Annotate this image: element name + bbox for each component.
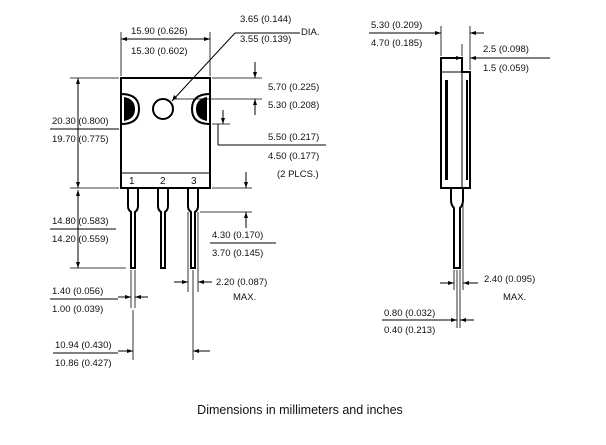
- drawing-caption: Dimensions in millimeters and inches: [197, 403, 403, 417]
- wide-lead-arrow-right: [198, 280, 204, 284]
- side-body-shading: [445, 80, 448, 180]
- hole-dia-min-label: 3.55 (0.139): [240, 34, 291, 45]
- lead-thick-max-suffix: MAX.: [503, 292, 526, 303]
- wide-lead-arrow-left: [182, 280, 188, 284]
- lead-length-min-label: 14.20 (0.559): [52, 234, 109, 245]
- hole-dia-suffix: DIA.: [301, 27, 319, 38]
- mounting-hole: [152, 98, 174, 120]
- tab-min-label: 1.5 (0.059): [483, 63, 529, 74]
- notch-min-label: 4.50 (0.177): [268, 151, 319, 162]
- lead-width-arrow-right: [135, 295, 141, 299]
- side-lead: [450, 188, 464, 269]
- hole-pos-arrow-bottom: [253, 99, 257, 105]
- left-notch-fill: [124, 97, 135, 121]
- thickness-arrow-left: [435, 31, 441, 35]
- wide-lead-max-suffix: MAX.: [233, 292, 256, 303]
- lead-3: [187, 188, 199, 269]
- tab-arrow-left: [456, 56, 462, 60]
- package-body-outline: [120, 77, 211, 189]
- lead-gauge-min-label: 0.40 (0.213): [384, 325, 435, 336]
- thickness-min-label: 4.70 (0.185): [371, 38, 422, 49]
- notch-max-label: 5.50 (0.217): [268, 132, 319, 143]
- shoulder-min-label: 3.70 (0.145): [212, 248, 263, 259]
- hole-pos-min-label: 5.30 (0.208): [268, 100, 319, 111]
- lead-thick-max-label: 2.40 (0.095): [484, 274, 535, 285]
- lead-length-arrow-bottom: [76, 262, 80, 268]
- lead-length-max-label: 14.80 (0.583): [52, 216, 109, 227]
- hole-dia-arrow: [172, 95, 177, 101]
- lead-1: [127, 188, 139, 269]
- right-notch-fill: [196, 97, 207, 121]
- lead-gauge-max-label: 0.80 (0.032): [384, 308, 435, 319]
- hole-dia-leader: [171, 32, 236, 102]
- notch-arrow: [221, 118, 225, 124]
- height-max-label: 20.30 (0.800): [52, 116, 109, 127]
- width-arrow-right: [204, 37, 210, 41]
- pin-number-2: 2: [160, 176, 166, 187]
- tab-max-label: 2.5 (0.098): [483, 44, 529, 55]
- height-min-label: 19.70 (0.775): [52, 134, 109, 145]
- height-arrow-bottom: [76, 182, 80, 188]
- lead-2: [157, 188, 169, 269]
- lead-gauge-arrow-right: [460, 318, 466, 322]
- thickness-max-label: 5.30 (0.209): [371, 20, 422, 31]
- lead-thick-arrow-right: [463, 281, 469, 285]
- pin-number-1: 1: [129, 176, 135, 187]
- lead-gauge-arrow-left: [451, 318, 457, 322]
- width-arrow-left: [121, 37, 127, 41]
- lead-width-arrow-left: [125, 295, 131, 299]
- notch-note: (2 PLCS.): [277, 169, 319, 180]
- lead-span-min-label: 10.86 (0.427): [55, 358, 112, 369]
- hole-pos-max-label: 5.70 (0.225): [268, 82, 319, 93]
- pin-number-3: 3: [191, 176, 197, 187]
- side-view: 5.30 (0.209) 4.70 (0.185) 2.5 (0.098) 1.…: [369, 20, 550, 336]
- hole-pos-arrow-top: [253, 72, 257, 78]
- lead-span-max-label: 10.94 (0.430): [55, 340, 112, 351]
- lead-width-min-label: 1.00 (0.039): [52, 304, 103, 315]
- front-view: 1 2 3 15.90 (0.626) 15.30 (0.602) 3.65 (…: [50, 14, 326, 369]
- tab-arrow-right: [470, 56, 476, 60]
- lead-width-max-label: 1.40 (0.056): [52, 286, 103, 297]
- hole-dia-max-label: 3.65 (0.144): [240, 14, 291, 25]
- shoulder-max-label: 4.30 (0.170): [212, 230, 263, 241]
- body-bottom-arrow: [244, 182, 248, 188]
- height-arrow-top: [76, 78, 80, 84]
- wide-lead-max-label: 2.20 (0.087): [216, 277, 267, 288]
- width-max-label: 15.90 (0.626): [131, 26, 188, 37]
- lead-thick-arrow-left: [448, 281, 454, 285]
- side-tab-shading: [466, 80, 468, 180]
- width-min-label: 15.30 (0.602): [131, 46, 188, 57]
- right-notch-outline: [190, 93, 211, 125]
- lead-span-arrow-left: [127, 349, 133, 353]
- lead-span-arrow-right: [193, 349, 199, 353]
- left-notch-outline: [120, 93, 141, 125]
- shoulder-arrow: [244, 212, 248, 218]
- lead-length-arrow-top: [76, 190, 80, 196]
- thickness-arrow-right: [470, 31, 476, 35]
